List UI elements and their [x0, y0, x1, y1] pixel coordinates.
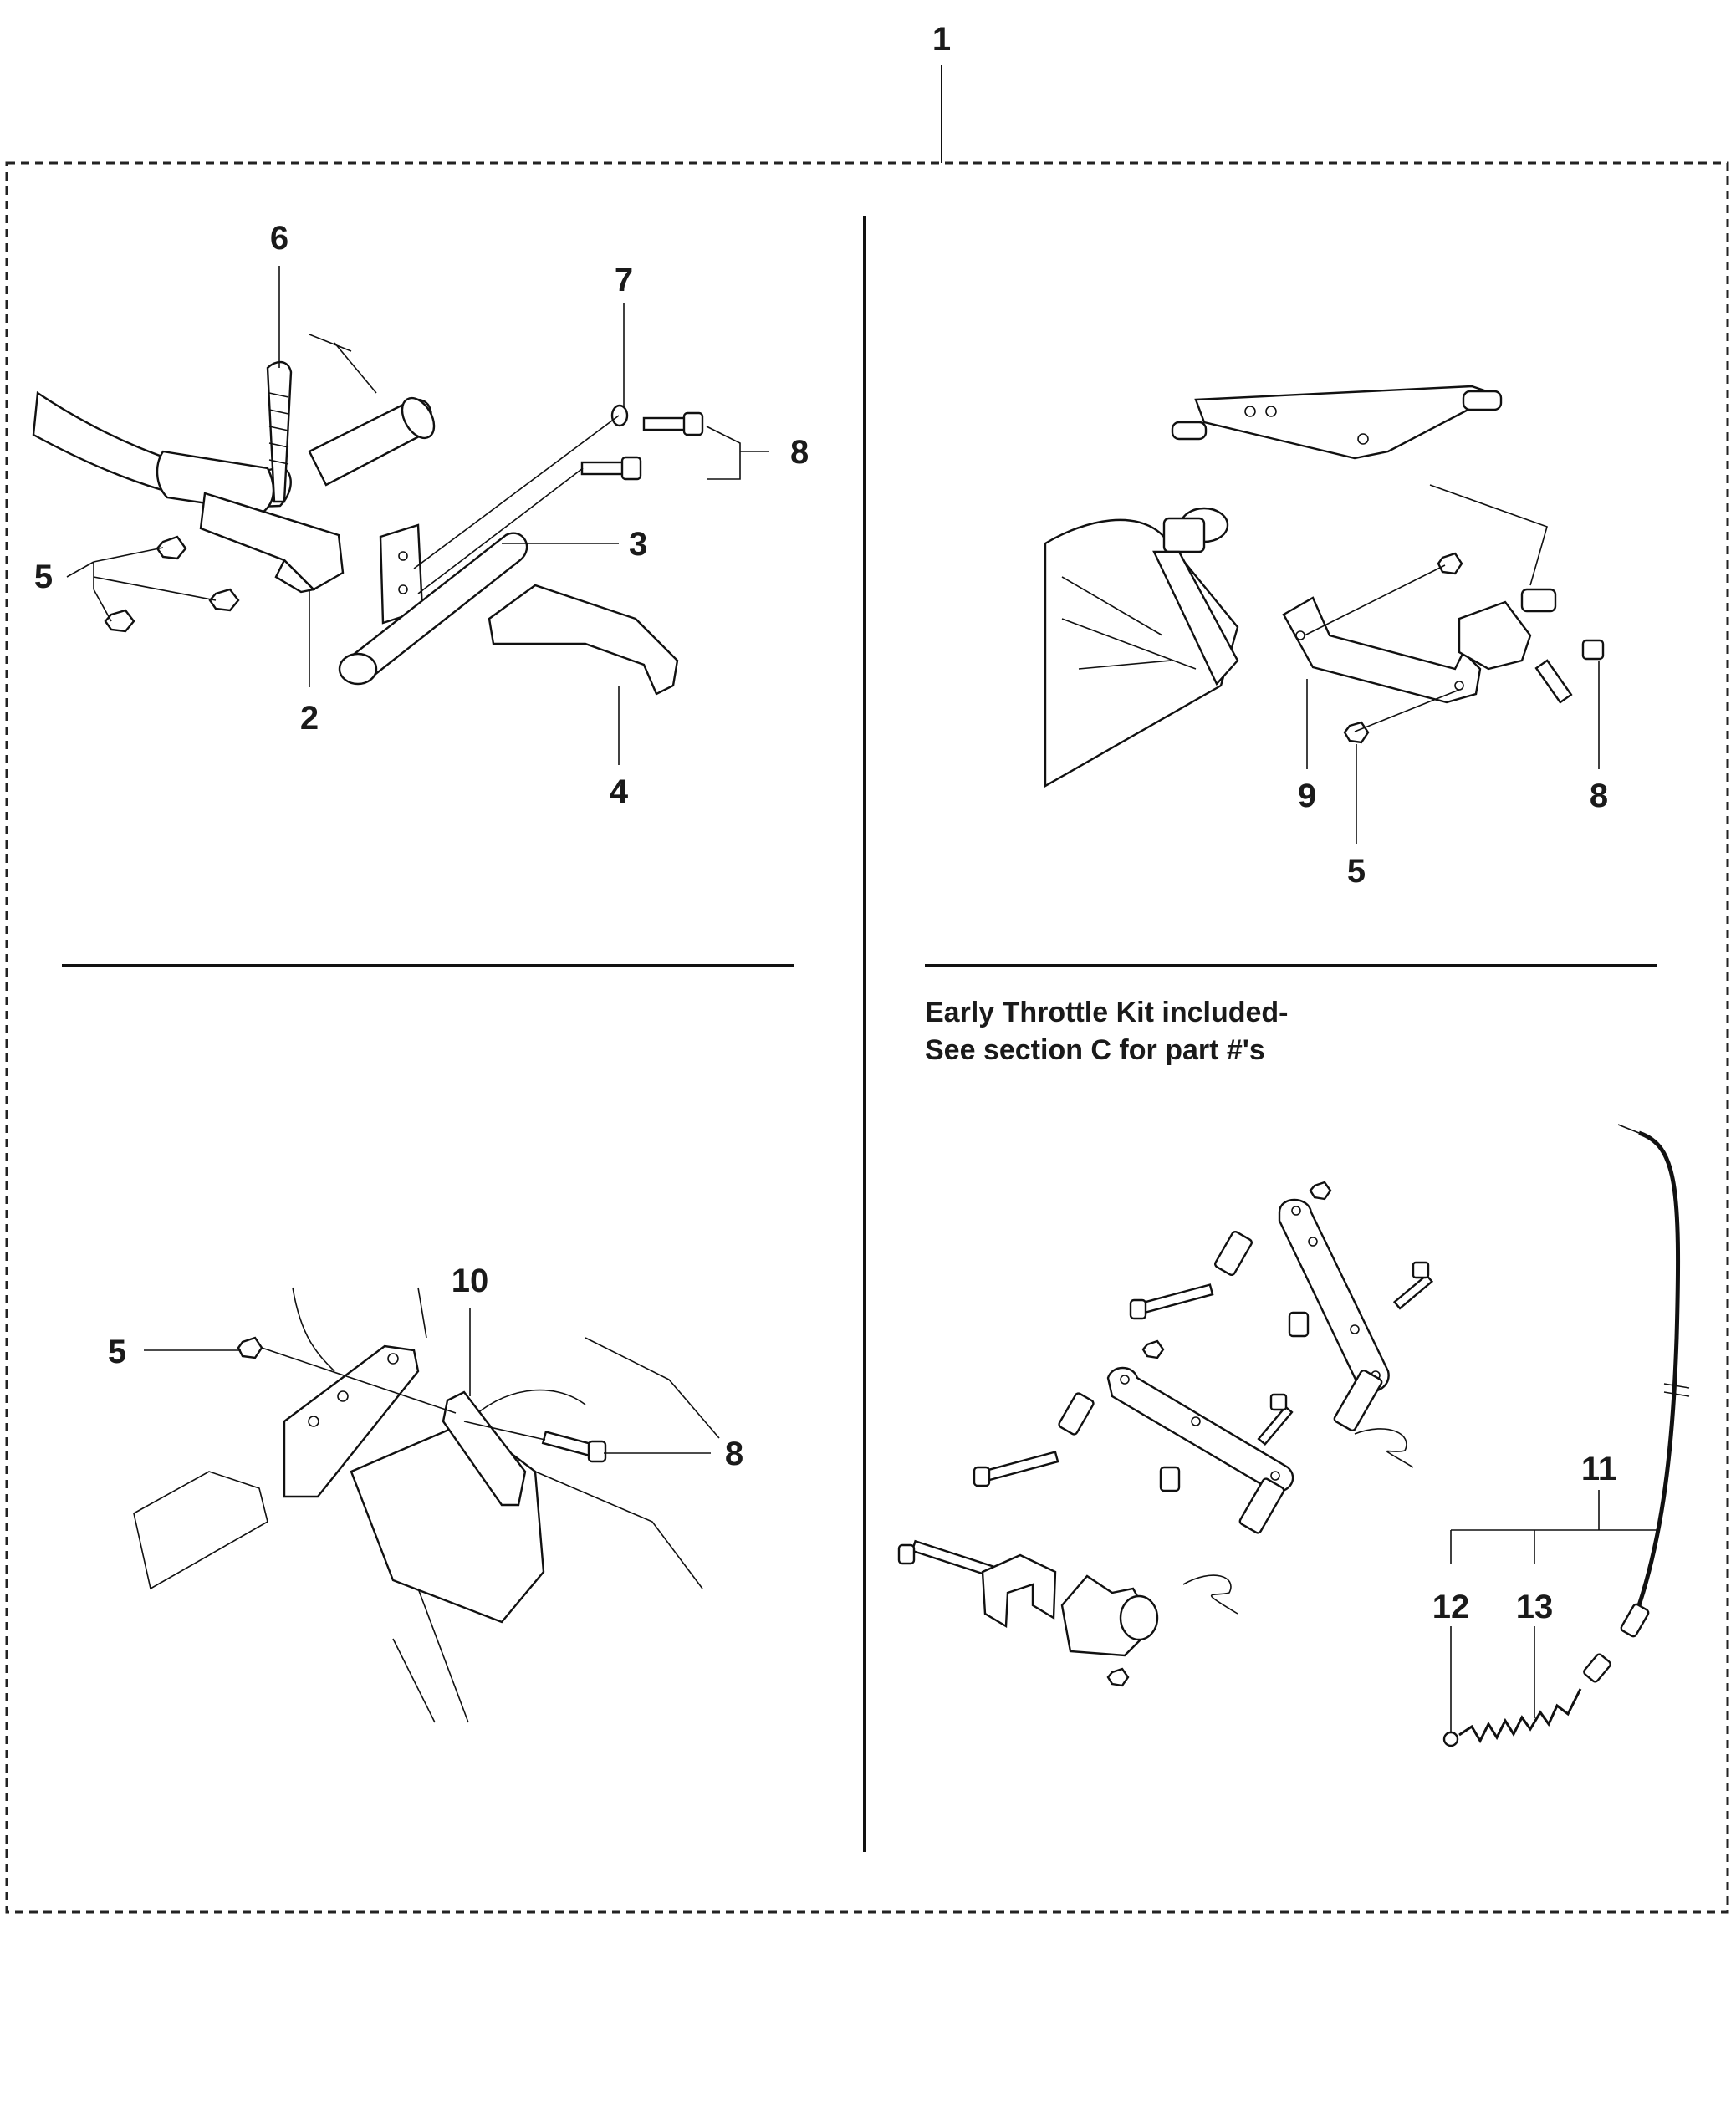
panel-handle-bracket: 6 7 8 5 3 2 4 — [32, 220, 809, 810]
nut-mid — [1141, 1339, 1165, 1359]
nut-upper — [1437, 552, 1463, 575]
gearbox-body — [350, 1420, 545, 1624]
screw-part-8 — [1534, 639, 1605, 704]
callout-9: 9 — [1298, 778, 1316, 814]
nut-part-5-b — [208, 588, 240, 612]
callout-7: 7 — [615, 262, 633, 298]
callout-3: 3 — [629, 526, 647, 563]
bolt-bottom — [897, 1539, 1004, 1581]
pedal-part-4 — [488, 584, 679, 696]
callout-2: 2 — [300, 700, 319, 737]
upper-link-arm — [1278, 1198, 1390, 1393]
nut-part-5-c — [104, 609, 135, 633]
panel-throttle-kit: Early Throttle Kit included- See section… — [897, 997, 1690, 1747]
pin-upper — [1333, 1369, 1383, 1432]
callout-12: 12 — [1432, 1589, 1470, 1625]
hairpin-clip-lower — [1182, 1574, 1238, 1615]
linkage-plate — [1194, 385, 1500, 460]
callout-13: 13 — [1516, 1589, 1554, 1625]
nut-top — [1309, 1181, 1332, 1201]
callout-8: 8 — [725, 1436, 743, 1472]
note-line-1: Early Throttle Kit included- — [925, 997, 1288, 1028]
assembly-callout-1: 1 — [932, 21, 951, 163]
tube-part-3 — [350, 532, 528, 683]
callout-8: 8 — [1590, 778, 1608, 814]
hairpin-clip-upper — [1354, 1428, 1414, 1468]
spacer-upper — [1214, 1230, 1253, 1277]
bolt-lower — [973, 1451, 1059, 1487]
screw-small-lower — [1257, 1393, 1294, 1446]
spacer-nut-b — [1159, 1466, 1181, 1492]
screw-part-8-a — [642, 411, 704, 436]
nut-part-5 — [1343, 721, 1370, 744]
callout-4: 4 — [610, 773, 629, 810]
panel-throttle-bracket: 9 8 5 — [1044, 385, 1608, 890]
screw-small-upper — [1392, 1261, 1434, 1310]
nut-bottom — [1106, 1667, 1130, 1687]
bolt-upper — [1129, 1283, 1214, 1320]
main-bracket — [283, 1344, 420, 1498]
spacer-lower — [1058, 1392, 1095, 1436]
washer-part-7 — [610, 404, 629, 427]
bracket-part-9 — [1282, 596, 1482, 704]
spacer-nut-a — [1288, 1311, 1310, 1338]
cable-ferrule — [1620, 1603, 1650, 1638]
callout-6: 6 — [270, 220, 288, 257]
pin-lower — [1238, 1477, 1285, 1534]
callout-5: 5 — [108, 1334, 126, 1370]
callout-5: 5 — [34, 559, 53, 595]
assembly-boundary — [5, 161, 1729, 1914]
carb-plate — [1458, 600, 1532, 671]
nut-part-5 — [237, 1336, 263, 1359]
bracket-part-2 — [199, 492, 345, 591]
cable-end-part-12 — [1442, 1731, 1459, 1747]
callout-10: 10 — [452, 1263, 489, 1299]
note-line-2: See section C for part #'s — [925, 1034, 1265, 1066]
cable-end-fitting — [1583, 1653, 1611, 1683]
panel-linkage-plate: 10 5 8 — [108, 1263, 743, 1723]
callout-1: 1 — [932, 21, 951, 58]
callout-8: 8 — [790, 434, 809, 471]
spring-part-13 — [1458, 1688, 1582, 1744]
callout-11: 11 — [1581, 1451, 1616, 1487]
plate-part-10 — [442, 1390, 527, 1507]
throttle-bracket — [981, 1553, 1057, 1629]
screw-part-8 — [541, 1431, 607, 1463]
callout-5: 5 — [1347, 853, 1366, 890]
throttle-cable-part-11 — [1632, 1130, 1681, 1619]
screw-part-8-b — [580, 456, 642, 481]
